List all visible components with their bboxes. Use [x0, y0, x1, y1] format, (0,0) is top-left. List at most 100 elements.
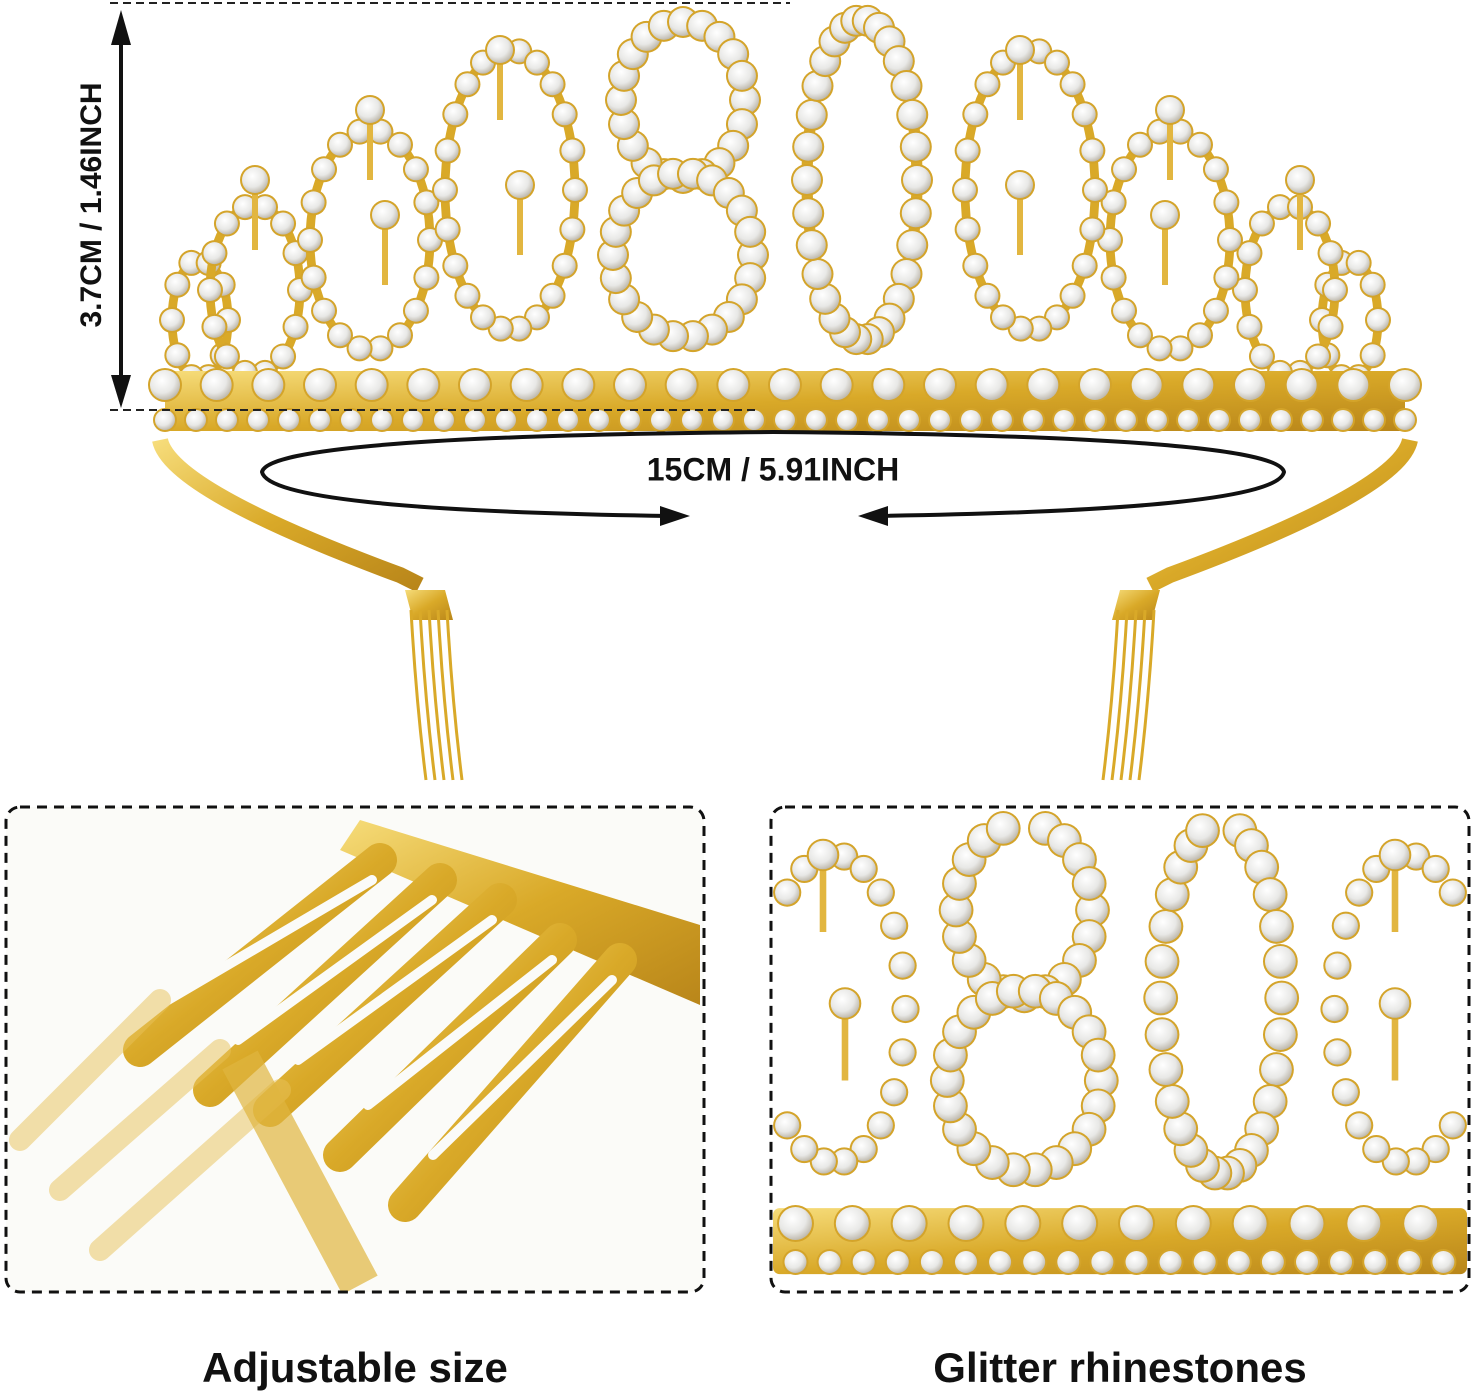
- rhinestone: [920, 1251, 943, 1273]
- rhinestone: [744, 410, 764, 430]
- rhinestone: [1085, 1065, 1117, 1096]
- rhinestone: [899, 410, 919, 430]
- rhinestone: [1165, 1113, 1197, 1145]
- rhinestone: [818, 1251, 841, 1273]
- rhinestone: [155, 410, 175, 430]
- rhinestone: [1254, 879, 1286, 910]
- rhinestone: [369, 120, 392, 143]
- rhinestone: [925, 370, 955, 400]
- rhinestone: [835, 1207, 869, 1240]
- rhinestone: [1246, 851, 1278, 883]
- rhinestone: [961, 410, 981, 430]
- rhinestone: [215, 345, 238, 368]
- rhinestone: [389, 324, 411, 347]
- rhinestone: [1046, 306, 1069, 329]
- rhinestone: [898, 100, 927, 129]
- rhinestone: [1266, 982, 1298, 1014]
- rhinestone: [806, 410, 826, 430]
- rhinestone: [775, 1113, 800, 1138]
- rhinestone: [1148, 337, 1171, 360]
- rhinestone: [736, 217, 765, 246]
- rhinestone: [607, 86, 635, 114]
- rhinestone: [976, 73, 999, 96]
- rhinestone: [526, 51, 549, 74]
- comb-tooth: [253, 883, 517, 1127]
- rhinestone: [1347, 1207, 1381, 1240]
- rhinestone: [348, 120, 371, 143]
- rhinestone: [944, 921, 975, 952]
- rhinestone: [1319, 242, 1342, 265]
- caption-glitter-rhinestones: Glitter rhinestones: [933, 1344, 1307, 1391]
- rhinestone: [1061, 73, 1084, 96]
- rhinestone: [976, 284, 999, 307]
- rhinestone: [797, 100, 826, 129]
- rhinestone: [1432, 1251, 1455, 1273]
- rhinestone: [1146, 1019, 1178, 1050]
- rhinestone: [892, 1207, 926, 1240]
- rhinestone: [882, 913, 907, 938]
- rhinestone: [1007, 172, 1033, 198]
- rhinestone: [404, 158, 427, 181]
- rhinestone: [1423, 1136, 1448, 1162]
- rhinestone: [1330, 1251, 1353, 1273]
- rhinestone: [186, 410, 206, 430]
- rhinestone: [1099, 229, 1121, 251]
- rhinestone: [930, 410, 950, 430]
- rhinestone: [682, 410, 702, 430]
- rhinestone: [541, 284, 564, 307]
- rhinestone: [1383, 1149, 1408, 1174]
- rhinestone: [404, 299, 427, 322]
- rhinestone: [1287, 167, 1313, 193]
- rhinestone: [1150, 911, 1182, 942]
- rhinestone: [389, 133, 411, 156]
- rhinestone: [1169, 120, 1192, 143]
- rhinestone: [1102, 266, 1125, 289]
- rhinestone: [1364, 1251, 1387, 1273]
- rhinestone: [792, 1136, 817, 1162]
- rhinestone: [408, 370, 439, 400]
- rhinestone: [803, 71, 832, 100]
- rhinestone: [620, 410, 640, 430]
- rhinestone: [794, 132, 823, 161]
- rhinestone: [976, 370, 1007, 400]
- rhinestone: [949, 1207, 983, 1240]
- rhinestone: [954, 179, 976, 201]
- rhinestone: [1057, 1251, 1080, 1273]
- rhinestone: [901, 132, 930, 161]
- rhinestone: [434, 410, 454, 430]
- rhinestone: [1398, 1251, 1421, 1273]
- rhinestone: [527, 410, 547, 430]
- rhinestone: [1009, 317, 1032, 340]
- rhinestone: [403, 410, 423, 430]
- comb-right: [1101, 590, 1160, 781]
- rhinestone: [348, 337, 371, 360]
- rhinestone: [868, 880, 893, 905]
- rhinestone: [589, 410, 609, 430]
- rhinestone: [1395, 410, 1415, 430]
- rhinestone: [770, 370, 800, 400]
- comb-tooth: [123, 843, 397, 1067]
- rhinestone: [1234, 279, 1256, 301]
- rhinestone: [161, 309, 183, 331]
- rhinestone: [180, 251, 203, 274]
- rhinestone: [166, 344, 189, 367]
- rhinestone: [1440, 880, 1465, 905]
- rhinestone: [1084, 179, 1106, 201]
- rhinestone: [553, 254, 576, 277]
- rhinestone: [1325, 953, 1350, 978]
- rhinestone: [305, 370, 335, 400]
- rhinestone: [553, 103, 576, 126]
- tiara: [148, 4, 1422, 432]
- rhinestone: [563, 370, 594, 400]
- rhinestone: [1183, 370, 1214, 400]
- rhinestone: [1361, 344, 1384, 367]
- rhinestone: [201, 370, 232, 400]
- rhinestone: [203, 315, 226, 338]
- rhinestone: [460, 370, 490, 400]
- rhinestone: [1364, 1136, 1389, 1162]
- rhinestone: [434, 179, 456, 201]
- rhinestone: [718, 370, 749, 400]
- rhinestone: [830, 989, 860, 1018]
- rhinestone: [272, 345, 295, 368]
- rhinestone: [1063, 1207, 1097, 1240]
